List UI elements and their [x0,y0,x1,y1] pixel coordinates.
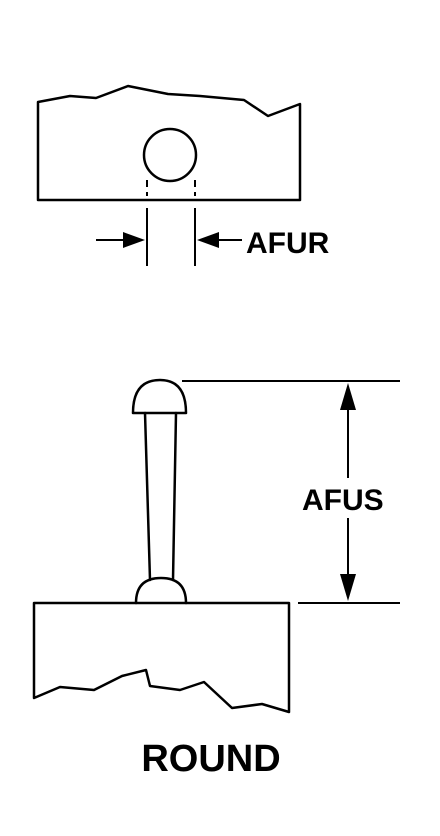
afur-label: AFUR [246,227,330,260]
stud-round-head [131,378,188,415]
base-block-outline [32,601,291,714]
stud-base-dome [134,576,188,605]
stud-shaft-right-edge [171,411,178,582]
left-arrowhead [123,232,145,248]
top-plate-outline [36,84,302,202]
side-view: AFUS [32,378,400,714]
diagram-caption: ROUND [141,738,280,780]
right-arrowhead [197,232,219,248]
afus-label: AFUS [302,484,384,517]
round-hole [142,127,198,183]
top-view: AFUR [36,84,330,266]
stud-shaft-left-edge [143,411,152,582]
down-arrowhead [340,574,356,601]
up-arrowhead [340,383,356,410]
